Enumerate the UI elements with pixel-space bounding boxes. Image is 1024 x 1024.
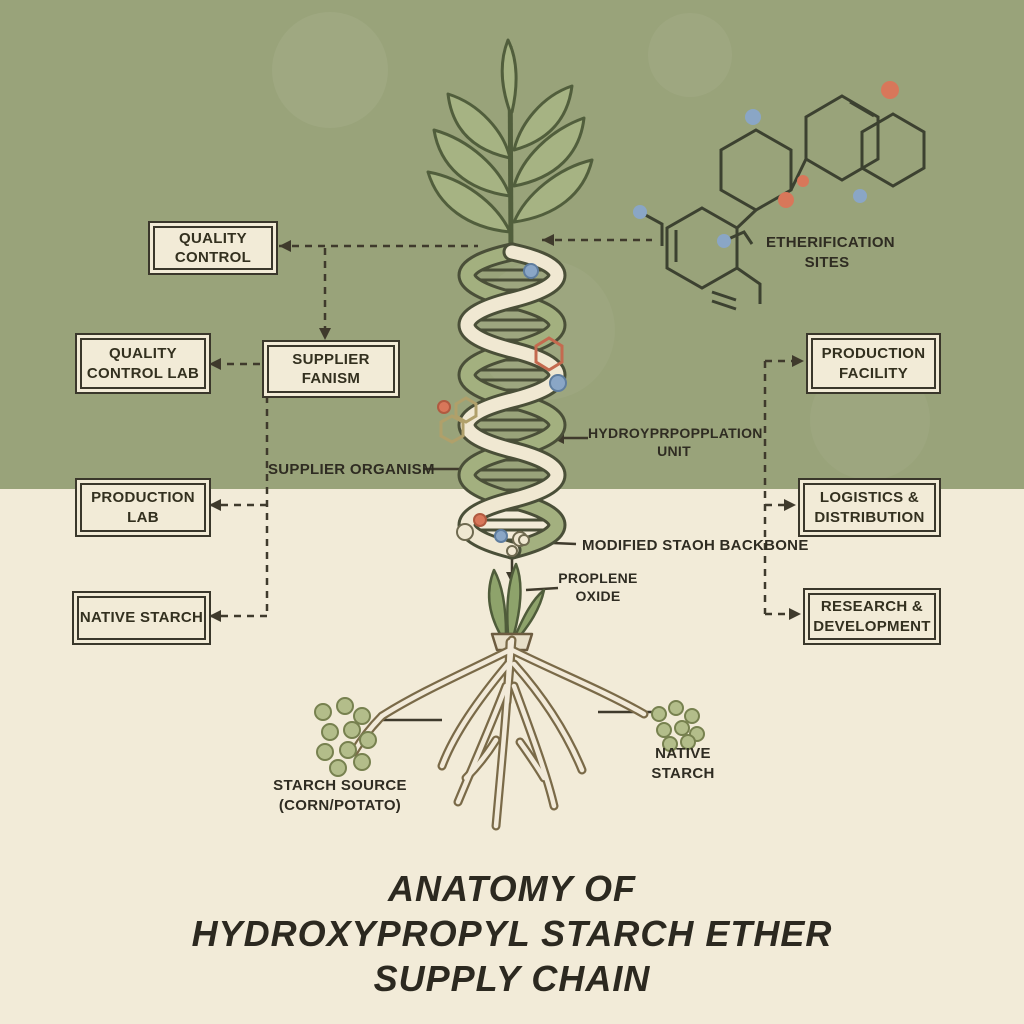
- box-production-lab: PRODUCTION LAB: [75, 478, 211, 537]
- title-line-3: SUPPLY CHAIN: [373, 958, 651, 999]
- box-native-starch: NATIVE STARCH: [72, 591, 211, 645]
- label-modified-starch-backbone: MODIFIED STAOH BACKBONE: [582, 537, 809, 554]
- label-propylene-oxide: PROPLENE OXIDE: [558, 570, 638, 605]
- box-quality-control: QUALITY CONTROL: [148, 221, 278, 275]
- roots-illustration: [349, 635, 649, 831]
- connector-arrowheads: [209, 234, 804, 622]
- label-supplier-organism: SUPPLIER ORGANISM: [268, 461, 435, 478]
- starch-source-granules: [314, 697, 377, 777]
- box-supplier-fanism: SUPPLIER FANISM: [262, 340, 400, 398]
- label-starch-source: STARCH SOURCE (CORN/POTATO): [273, 777, 407, 814]
- label-hydroxypropylation-unit: HYDROYPRPOPPLATION UNIT: [588, 425, 763, 460]
- box-research-development: RESEARCH & DEVELOPMENT: [803, 588, 941, 645]
- native-starch-granules: [651, 700, 705, 752]
- label-native-starch: NATIVE STARCH: [651, 745, 715, 782]
- label-etherification-sites: ETHERIFICATION SITES: [766, 234, 895, 271]
- box-production-facility: PRODUCTION FACILITY: [806, 333, 941, 394]
- title-line-1: ANATOMY OF: [387, 868, 636, 909]
- title-line-2: HYDROXYPROPYL STARCH ETHER: [191, 913, 833, 954]
- dna-helix-illustration: [437, 242, 567, 560]
- diagram-title: ANATOMY OF HYDROXYPROPYL STARCH ETHER SU…: [0, 866, 1024, 1001]
- box-logistics-distribution: LOGISTICS & DISTRIBUTION: [798, 478, 941, 537]
- plant-illustration: [426, 38, 594, 259]
- box-quality-control-lab: QUALITY CONTROL LAB: [75, 333, 211, 394]
- molecule-structure-illustration: [633, 81, 926, 311]
